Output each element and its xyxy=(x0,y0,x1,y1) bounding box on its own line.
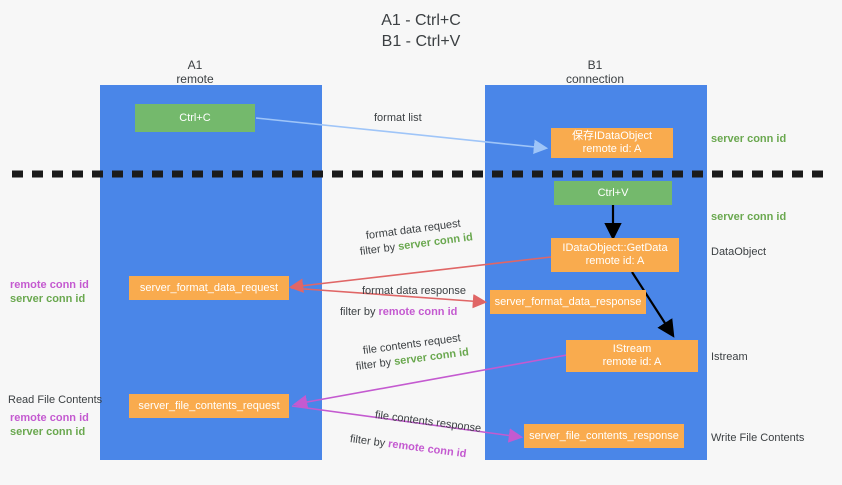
box-server-file-contents-request-label: server_file_contents_request xyxy=(138,399,280,412)
box-ctrl-v-label: Ctrl+V xyxy=(597,186,629,199)
page-title: A1 - Ctrl+C B1 - Ctrl+V xyxy=(0,10,842,52)
arrow-format-data-request xyxy=(288,256,552,293)
column-header-b1-name: B1 xyxy=(587,58,603,72)
right-label-write-file-contents: Write File Contents xyxy=(711,432,805,444)
left-label-read-file-contents: Read File Contents xyxy=(8,394,103,406)
column-header-a1-sub: remote xyxy=(176,72,214,86)
right-label-server-conn-id-second: server conn id xyxy=(711,211,787,223)
left-label-file-block: remote conn id server conn id xyxy=(10,411,98,439)
left-label-format-remote-conn-id: remote conn id xyxy=(10,279,89,291)
right-label-dataobject: DataObject xyxy=(711,246,767,258)
column-header-b1: B1 connection xyxy=(530,58,660,86)
box-istream-line-2: remote id: A xyxy=(602,356,662,368)
left-label-file-remote-conn-id: remote conn id xyxy=(10,412,89,424)
left-label-file-server-conn-id: server conn id xyxy=(10,426,86,438)
caption-format-list: format list xyxy=(374,112,422,124)
caption-format-data-response-filter-prefix: filter by xyxy=(340,306,379,318)
box-server-format-data-request-label: server_format_data_request xyxy=(139,281,279,294)
box-server-format-data-response-label: server_format_data_response xyxy=(494,295,642,308)
box-idataobject-getdata[interactable]: IDataObject::GetData remote id: A xyxy=(551,238,679,272)
box-server-format-data-response[interactable]: server_format_data_response xyxy=(490,290,646,314)
box-idataobject-getdata-line-2: remote id: A xyxy=(585,255,645,267)
column-header-a1: A1 remote xyxy=(130,58,260,86)
column-header-b1-sub: connection xyxy=(565,72,625,86)
column-header-a1-name: A1 xyxy=(187,58,203,72)
left-label-format-block: remote conn id server conn id xyxy=(10,278,98,306)
box-server-file-contents-response-label: server_file_contents_response xyxy=(529,429,679,442)
right-label-server-conn-id-top: server conn id xyxy=(711,133,787,145)
arrow-format-data-response xyxy=(290,287,488,309)
caption-format-data-response: format data response xyxy=(362,285,466,297)
right-label-istream: Istream xyxy=(711,351,748,363)
arrow-format-list xyxy=(255,117,549,155)
box-server-file-contents-request[interactable]: server_file_contents_request xyxy=(129,394,289,418)
box-server-format-data-request[interactable]: server_format_data_request xyxy=(129,276,289,300)
box-save-idataobject[interactable]: 保存IDataObject remote id: A xyxy=(551,128,673,158)
arrow-file-contents-request xyxy=(292,354,568,410)
arrow-file-contents-response xyxy=(291,405,524,443)
box-istream-line-1: IStream xyxy=(612,343,652,355)
caption-format-data-response-filter: filter by remote conn id xyxy=(340,305,457,319)
box-idataobject-getdata-line-1: IDataObject::GetData xyxy=(562,242,668,254)
box-istream[interactable]: IStream remote id: A xyxy=(566,340,698,372)
box-save-idataobject-line-1: 保存IDataObject xyxy=(571,130,653,142)
box-ctrl-v[interactable]: Ctrl+V xyxy=(554,181,672,205)
title-line-1: A1 - Ctrl+C xyxy=(381,12,461,29)
box-ctrl-c[interactable]: Ctrl+C xyxy=(135,104,255,132)
box-save-idataobject-line-2: remote id: A xyxy=(582,143,642,155)
left-label-format-server-conn-id: server conn id xyxy=(10,293,86,305)
caption-format-data-response-filter-key: remote conn id xyxy=(378,306,458,318)
box-server-file-contents-response[interactable]: server_file_contents_response xyxy=(524,424,684,448)
arrow-getdata-to-istream xyxy=(631,271,675,338)
box-ctrl-c-label: Ctrl+C xyxy=(179,111,211,124)
title-line-2: B1 - Ctrl+V xyxy=(381,33,461,50)
